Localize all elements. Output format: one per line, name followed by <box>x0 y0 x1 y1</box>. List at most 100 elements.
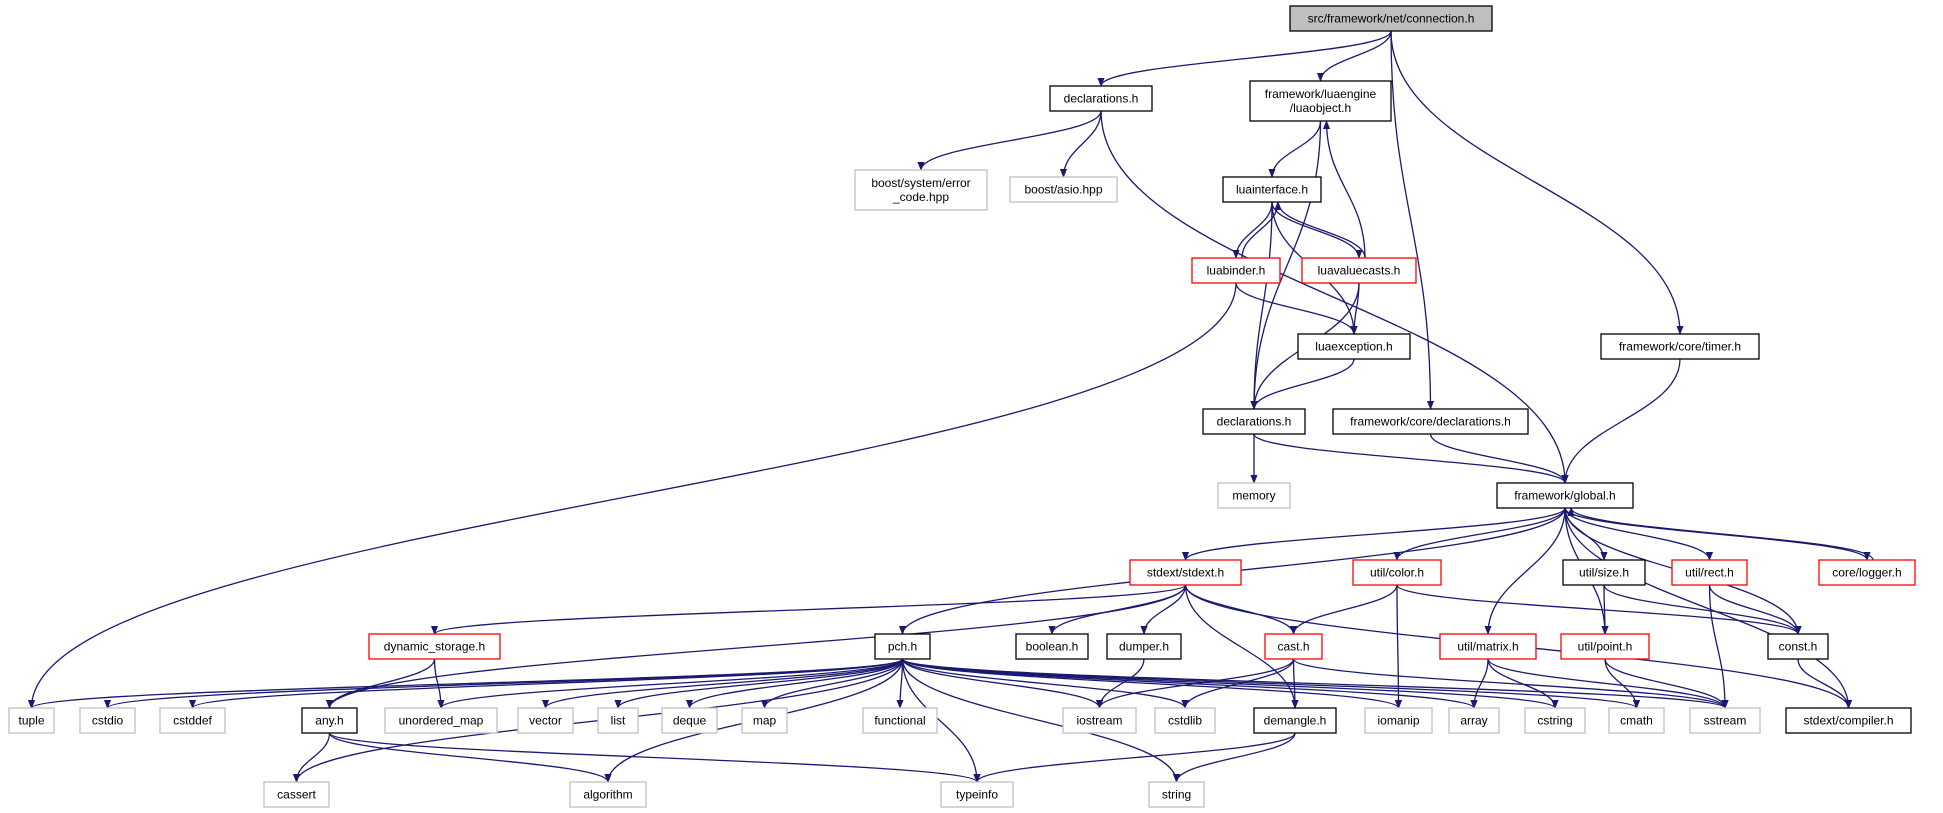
node-iomanip: iomanip <box>1364 707 1433 734</box>
edge-declarations_h_net-to-global_h <box>1100 110 1569 484</box>
edge-line <box>1487 658 1729 709</box>
edge-logger_h-to-global_h <box>1567 507 1874 561</box>
node-luaexception-h[interactable]: luaexception.h <box>1297 333 1411 360</box>
node-compiler-h[interactable]: stdext/compiler.h <box>1785 707 1912 734</box>
node-box <box>1439 633 1537 660</box>
node-box <box>8 707 55 734</box>
node-box <box>1148 781 1205 808</box>
edge-line <box>1048 584 1187 635</box>
node-matrix-h[interactable]: util/matrix.h <box>1439 633 1537 660</box>
node-timer-h[interactable]: framework/core/timer.h <box>1600 333 1760 360</box>
edge-luaobject_h-to-declarations_h_lua <box>1250 120 1322 410</box>
edge-line <box>292 732 331 783</box>
node-color-h[interactable]: util/color.h <box>1352 559 1442 586</box>
edges-layer <box>27 30 1874 783</box>
edge-line <box>1059 110 1102 178</box>
node-box <box>1009 176 1118 203</box>
node-box <box>384 707 498 734</box>
node-box <box>1264 633 1323 660</box>
node-core-declarations-h[interactable]: framework/core/declarations.h <box>1332 408 1529 435</box>
node-stdext-h[interactable]: stdext/stdext.h <box>1129 559 1242 586</box>
node-label: vector <box>529 714 562 728</box>
edge-line <box>431 584 1187 635</box>
node-declarations-h-lua[interactable]: declarations.h <box>1202 408 1306 435</box>
node-box <box>1062 707 1137 734</box>
edge-color_h-to-const_h <box>1396 584 1802 635</box>
node-connection-h[interactable]: src/framework/net/connection.h <box>1289 5 1493 32</box>
edge-size_h-to-point_h <box>1601 584 1609 635</box>
node-box <box>301 707 358 734</box>
node-box <box>874 633 931 660</box>
node-cstring: cstring <box>1524 707 1586 734</box>
node-label: framework/core/declarations.h <box>1350 415 1511 429</box>
edge-const_h-to-compiler_h <box>1797 658 1853 709</box>
edge-core_declarations_h-to-global_h <box>1429 433 1569 484</box>
node-luavaluecasts-h[interactable]: luavaluecasts.h <box>1301 257 1417 284</box>
edge-stdext_h-to-cast_h <box>1184 584 1298 635</box>
node-vector: vector <box>517 707 574 734</box>
edge-line <box>325 658 436 709</box>
node-label: luaexception.h <box>1315 340 1392 354</box>
edge-line <box>542 658 904 709</box>
edge-line <box>1097 30 1392 87</box>
node-label: pch.h <box>888 640 917 654</box>
edge-line <box>27 282 1237 709</box>
node-size-h[interactable]: util/size.h <box>1562 559 1646 586</box>
node-unordered-map: unordered_map <box>384 707 498 734</box>
node-dumper-h[interactable]: dumper.h <box>1106 633 1182 660</box>
node-box <box>1600 333 1760 360</box>
edge-connection_h-to-core_declarations_h <box>1390 30 1435 410</box>
edge-line <box>901 658 1189 709</box>
node-label: util/rect.h <box>1685 566 1734 580</box>
node-map: map <box>741 707 788 734</box>
node-cast-h[interactable]: cast.h <box>1264 633 1323 660</box>
node-logger-h[interactable]: core/logger.h <box>1818 559 1916 586</box>
node-luaobject-h[interactable]: framework/luaengine/luaobject.h <box>1249 80 1392 122</box>
node-box <box>1608 707 1665 734</box>
edge-line <box>901 658 1104 709</box>
node-algorithm: algorithm <box>569 781 647 808</box>
node-luabinder-h[interactable]: luabinder.h <box>1191 257 1281 284</box>
edge-line <box>1564 507 1853 709</box>
edge-rect_h-to-const_h <box>1708 584 1802 635</box>
node-box <box>862 707 938 734</box>
edge-line <box>1797 658 1853 709</box>
node-label: core/logger.h <box>1832 566 1901 580</box>
edge-color_h-to-cast_h <box>1289 584 1398 635</box>
edge-line <box>1271 201 1363 259</box>
node-point-h[interactable]: util/point.h <box>1560 633 1650 660</box>
node-box <box>263 781 330 808</box>
edge-line <box>433 658 445 709</box>
node-box <box>1352 559 1442 586</box>
node-demangle-h[interactable]: demangle.h <box>1253 707 1337 734</box>
node-pch-h[interactable]: pch.h <box>874 633 931 660</box>
edge-any_h-to-cassert <box>292 732 331 783</box>
edge-point_h-to-sstream <box>1604 658 1729 709</box>
node-any-h[interactable]: any.h <box>301 707 358 734</box>
node-label: cstdlib <box>1168 714 1202 728</box>
node-label: cstdio <box>92 714 124 728</box>
edge-size_h-to-const_h <box>1603 584 1802 635</box>
node-boolean-h[interactable]: boolean.h <box>1015 633 1089 660</box>
node-rect-h[interactable]: util/rect.h <box>1671 559 1748 586</box>
node-declarations-h-net[interactable]: declarations.h <box>1049 85 1153 112</box>
edge-line <box>1253 433 1569 484</box>
node-box <box>1689 707 1761 734</box>
node-dynamic-storage-h[interactable]: dynamic_storage.h <box>368 633 501 660</box>
node-box <box>1785 707 1912 734</box>
node-functional: functional <box>862 707 938 734</box>
node-label: boost/system/error <box>871 176 970 190</box>
edge-line <box>1172 732 1296 783</box>
node-luainterface-h[interactable]: luainterface.h <box>1222 176 1322 203</box>
node-const-h[interactable]: const.h <box>1767 633 1829 660</box>
edge-matrix_h-to-sstream <box>1487 658 1729 709</box>
edge-line <box>901 658 1181 783</box>
edge-luainterface_h-to-luavaluecasts_h <box>1271 201 1363 259</box>
node-asio-hpp: boost/asio.hpp <box>1009 176 1118 203</box>
edge-line <box>1292 658 1729 709</box>
edge-line <box>1564 507 1714 561</box>
node-box <box>1301 257 1417 284</box>
node-memory: memory <box>1217 482 1291 509</box>
edge-line <box>104 658 904 709</box>
node-global-h[interactable]: framework/global.h <box>1496 482 1634 509</box>
